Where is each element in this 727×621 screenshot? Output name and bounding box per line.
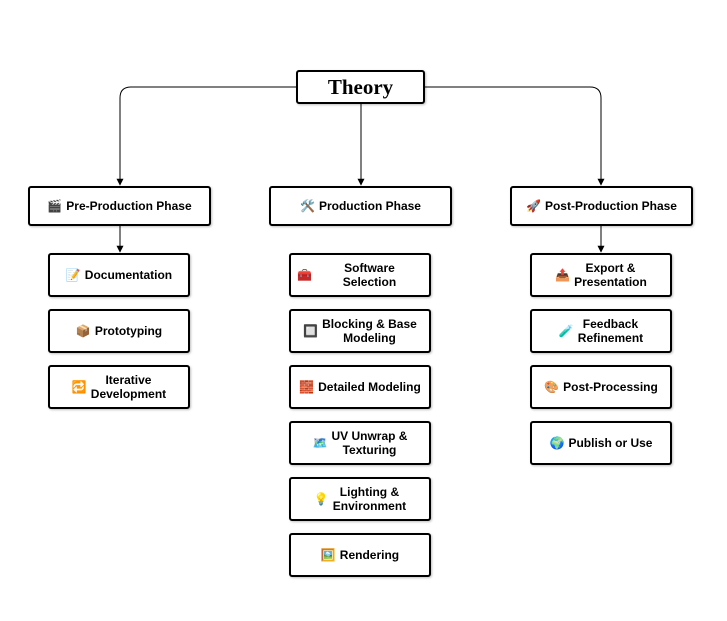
connector-root-to-pre-production <box>116 86 296 186</box>
step-node-prototyping: 📦 Prototyping <box>48 309 190 353</box>
step-label: Export & Presentation <box>574 261 647 289</box>
square-button-icon: 🔲 <box>303 324 319 338</box>
phase-node-production: 🛠️ Production Phase <box>269 186 452 226</box>
step-node-export-presentation: 📤 Export & Presentation <box>530 253 672 297</box>
step-node-feedback-refinement: 🧪 Feedback Refinement <box>530 309 672 353</box>
tools-icon: 🛠️ <box>300 199 315 213</box>
phase-label: Pre-Production Phase <box>66 199 192 213</box>
connector-root-to-post-production <box>425 86 605 186</box>
step-label: Software Selection <box>342 261 397 289</box>
step-node-rendering: 🖼️ Rendering <box>289 533 431 577</box>
phase-label: Production Phase <box>318 199 421 213</box>
brick-icon: 🧱 <box>299 380 315 394</box>
outbox-icon: 📤 <box>555 268 571 282</box>
root-node-theory: Theory <box>296 70 425 104</box>
step-label: Lighting & Environment <box>332 485 407 513</box>
rocket-icon: 🚀 <box>526 199 541 213</box>
step-node-post-processing: 🎨 Post-Processing <box>530 365 672 409</box>
step-node-lighting-environment: 💡 Lighting & Environment <box>289 477 431 521</box>
globe-icon: 🌍 <box>549 436 565 450</box>
step-node-detailed-modeling: 🧱 Detailed Modeling <box>289 365 431 409</box>
phase-node-post-production: 🚀 Post-Production Phase <box>510 186 693 226</box>
step-label: Feedback Refinement <box>577 317 644 345</box>
step-node-publish-or-use: 🌍 Publish or Use <box>530 421 672 465</box>
phase-node-pre-production: 🎬 Pre-Production Phase <box>28 186 211 226</box>
light-bulb-icon: 💡 <box>313 492 329 506</box>
phase-label: Post-Production Phase <box>544 199 677 213</box>
step-node-documentation: 📝 Documentation <box>48 253 190 297</box>
package-icon: 📦 <box>75 324 91 338</box>
repeat-icon: 🔁 <box>71 380 87 394</box>
memo-icon: 📝 <box>65 268 81 282</box>
test-tube-icon: 🧪 <box>558 324 574 338</box>
step-node-iterative-development: 🔁 Iterative Development <box>48 365 190 409</box>
step-label: Publish or Use <box>568 436 653 450</box>
toolbox-icon: 🧰 <box>297 268 312 282</box>
root-label: Theory <box>327 75 394 99</box>
framed-picture-icon: 🖼️ <box>320 548 336 562</box>
step-label: Detailed Modeling <box>318 380 421 394</box>
step-label: Iterative Development <box>90 373 167 401</box>
step-label: Prototyping <box>94 324 163 338</box>
step-label: Blocking & Base Modeling <box>322 317 417 345</box>
step-node-uv-unwrap-texturing: 🗺️ UV Unwrap & Texturing <box>289 421 431 465</box>
step-label: UV Unwrap & Texturing <box>331 429 408 457</box>
step-node-blocking-base-modeling: 🔲 Blocking & Base Modeling <box>289 309 431 353</box>
step-label: Documentation <box>84 268 173 282</box>
map-icon: 🗺️ <box>312 436 328 450</box>
step-label: Rendering <box>339 548 400 562</box>
clapperboard-icon: 🎬 <box>47 199 63 213</box>
step-node-software-selection: 🧰 Software Selection <box>289 253 431 297</box>
step-label: Post-Processing <box>563 380 658 394</box>
palette-icon: 🎨 <box>544 380 560 394</box>
